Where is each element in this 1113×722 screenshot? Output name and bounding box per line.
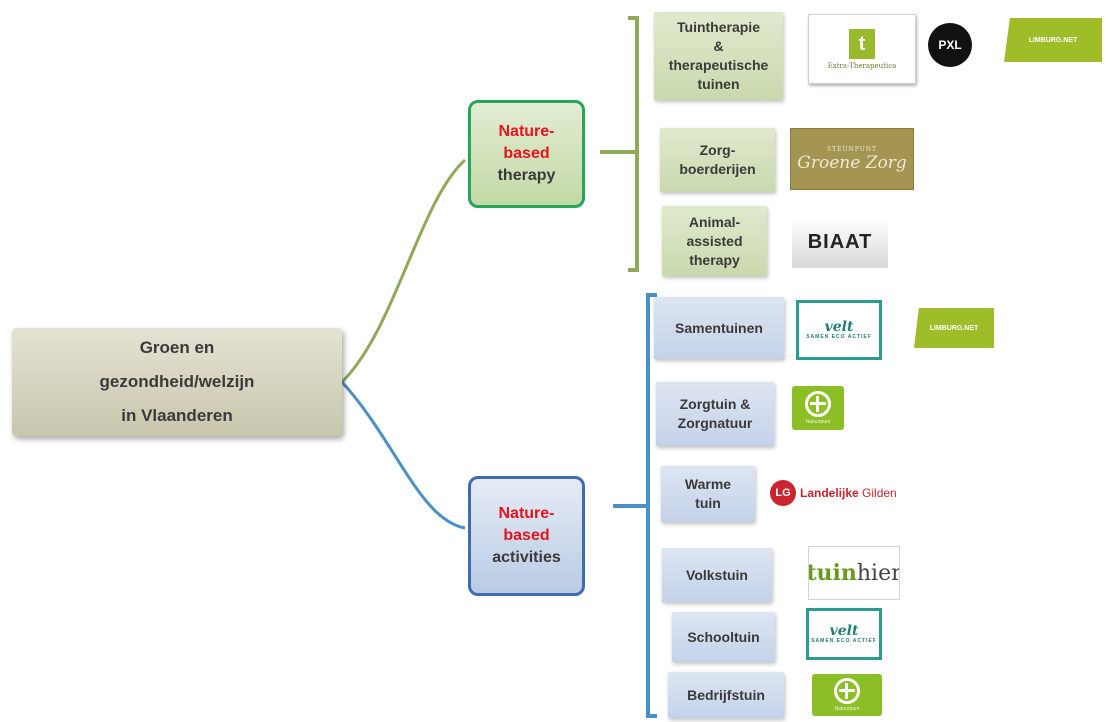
root-line-1: Groen en: [139, 338, 215, 357]
leaf-animal-assisted-therapy: Animal- assisted therapy: [662, 206, 767, 276]
leaf-line: Samentuinen: [675, 319, 763, 336]
leaf-line: &: [713, 38, 724, 54]
leaf-line: boerderijen: [679, 161, 756, 177]
root-line-3: in Vlaanderen: [121, 406, 233, 425]
root-to-activities-connector: [340, 380, 466, 530]
activities-bracket: [613, 293, 657, 718]
natuurpunt-icon: [805, 391, 831, 417]
landelijke-gilden-icon: LG: [770, 480, 796, 506]
leaf-line: Schooltuin: [687, 628, 760, 645]
leaf-line: assisted: [686, 232, 743, 249]
root-node: Groen en gezondheid/welzijn in Vlaandere…: [12, 328, 342, 436]
category-nature-based-therapy: Nature- based therapy: [468, 100, 585, 208]
category-label-red: Nature-: [498, 123, 555, 140]
therapy-bracket: [600, 16, 639, 272]
groene-zorg-logo: STEUNPUNT Groene Zorg: [790, 128, 914, 190]
leaf-line: Volkstuin: [686, 566, 748, 583]
velt-main-text: velt: [824, 319, 854, 335]
extra-therapeutica-mark: t: [849, 28, 875, 59]
leaf-line: Animal-: [688, 213, 741, 230]
velt-main-text: velt: [829, 623, 859, 639]
landelijke-rest: Gilden: [858, 486, 897, 500]
natuurpunt-logo-2: Natuurpunt: [812, 674, 882, 716]
leaf-line: tuinen: [697, 76, 740, 92]
category-nature-based-activities: Nature- based activities: [468, 476, 585, 596]
limburg-net-logo: LIMBURG.NET: [1004, 18, 1102, 62]
landelijke-bold: Landelijke: [800, 486, 859, 500]
category-label-red: based: [503, 145, 550, 162]
root-to-therapy-connector: [340, 158, 466, 384]
leaf-line: Zorg-: [699, 142, 736, 158]
category-label-red: Nature-: [498, 505, 555, 522]
limburg-net-text: LIMBURG.NET: [1028, 36, 1078, 44]
natuurpunt-text: Natuurpunt: [805, 419, 831, 425]
pxl-text: PXL: [938, 38, 962, 52]
root-line-2: gezondheid/welzijn: [99, 372, 255, 391]
leaf-tuintherapie: Tuintherapie & therapeutische tuinen: [654, 12, 783, 100]
leaf-line: therapy: [689, 251, 740, 268]
biaat-text: BIAAT: [807, 230, 873, 253]
biaat-logo: BIAAT: [792, 216, 888, 268]
natuurpunt-icon: [834, 678, 860, 704]
pxl-logo: PXL: [928, 23, 972, 67]
velt-sub-text: SAMEN ECO ACTIEF: [811, 638, 877, 644]
leaf-schooltuin: Schooltuin: [672, 612, 775, 662]
leaf-bedrijfstuin: Bedrijfstuin: [668, 672, 784, 718]
velt-logo-2: velt SAMEN ECO ACTIEF: [806, 608, 882, 660]
limburg-net-logo-2: LIMBURG.NET: [914, 308, 994, 348]
natuurpunt-logo: Natuurpunt: [792, 386, 844, 430]
leaf-line: Tuintherapie: [677, 19, 760, 35]
tuinhier-text-2: hier: [856, 560, 900, 586]
landelijke-gilden-logo: LG Landelijke Gilden: [770, 476, 946, 510]
groene-zorg-text: Groene Zorg: [797, 152, 907, 173]
limburg-net-text: LIMBURG.NET: [929, 324, 979, 332]
leaf-zorgtuin-zorgnatuur: Zorgtuin & Zorgnatuur: [656, 382, 774, 446]
leaf-line: Bedrijfstuin: [687, 686, 765, 703]
category-label: activities: [492, 549, 561, 566]
category-label-red: based: [503, 527, 550, 544]
leaf-warme-tuin: Warme tuin: [661, 466, 755, 522]
velt-logo: velt SAMEN ECO ACTIEF: [796, 300, 882, 360]
extra-therapeutica-caption: Extra-Therapeutica: [827, 61, 897, 70]
leaf-samentuinen: Samentuinen: [654, 297, 784, 359]
tuinhier-text-1: tuin: [808, 560, 857, 586]
category-label: therapy: [497, 167, 556, 184]
natuurpunt-text: Natuurpunt: [834, 706, 860, 712]
leaf-line: therapeutische: [668, 57, 769, 73]
leaf-line: Zorgnatuur: [677, 415, 753, 431]
extra-therapeutica-logo: t Extra-Therapeutica: [808, 14, 916, 84]
landelijke-gilden-text: Landelijke Gilden: [800, 486, 897, 500]
leaf-zorgboerderijen: Zorg- boerderijen: [660, 128, 775, 192]
leaf-volkstuin: Volkstuin: [662, 548, 772, 602]
groene-zorg-small-text: STEUNPUNT: [826, 145, 878, 153]
leaf-line: Warme: [684, 476, 732, 492]
velt-sub-text: SAMEN ECO ACTIEF: [806, 334, 872, 340]
leaf-line: tuin: [695, 495, 721, 511]
leaf-line: Zorgtuin &: [679, 396, 751, 412]
